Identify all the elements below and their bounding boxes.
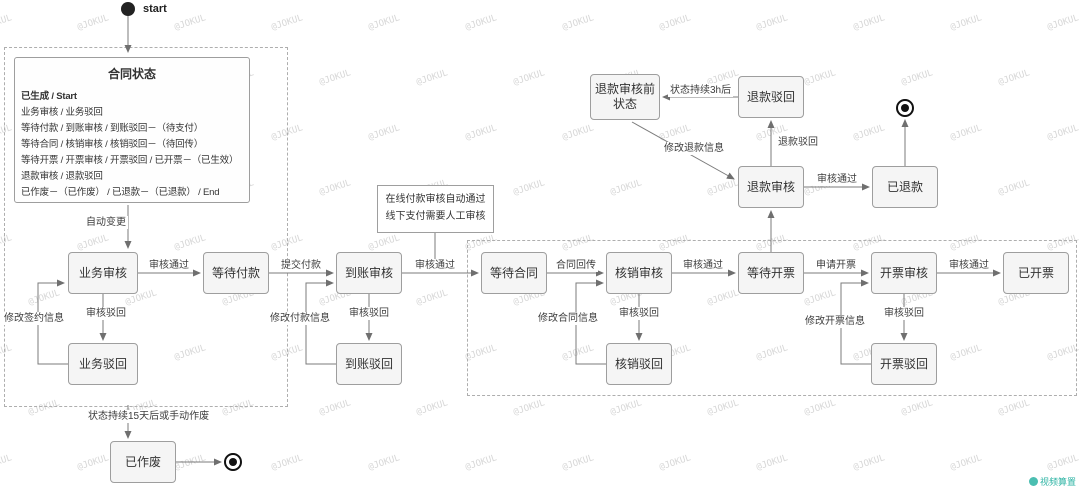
note-line-2: 线下支付需要人工审核 — [385, 211, 486, 222]
edge-label-review-reject-3: 审核驳回 — [617, 307, 661, 320]
edge-label-contract-return: 合同回传 — [554, 259, 598, 272]
edge-label-review-pass-2: 审核通过 — [413, 259, 457, 272]
node-wait-invoice: 等待开票 — [738, 252, 804, 294]
start-label: start — [143, 3, 167, 15]
legend-line: 退款审核 / 退款驳回 — [21, 171, 103, 182]
edge-label-refund-rejected: 退款驳回 — [776, 136, 820, 149]
node-business-reject: 业务驳回 — [68, 343, 138, 385]
edge-label-modify-refund-info: 修改退款信息 — [662, 142, 726, 155]
final-state-refund — [896, 99, 914, 117]
legend-line: 等待付款 / 到账审核 / 到账驳回－（待支付） — [21, 123, 204, 134]
logo-icon — [1028, 477, 1038, 486]
node-refund-reject: 退款驳回 — [738, 76, 804, 118]
edge-label-review-reject-1: 审核驳回 — [84, 307, 128, 320]
edge-label-modify-invoice-info: 修改开票信息 — [803, 315, 867, 328]
node-refund-pre-state: 退款审核前状态 — [590, 74, 660, 120]
edge-label-state-3h: 状态持续3h后 — [668, 84, 734, 97]
edge-label-review-pass-refund: 审核通过 — [815, 173, 859, 186]
edge-label-review-pass-4: 审核通过 — [947, 259, 991, 272]
node-refunded: 已退款 — [872, 166, 938, 208]
node-wait-contract: 等待合同 — [481, 252, 547, 294]
node-business-review: 业务审核 — [68, 252, 138, 294]
edge-label-apply-invoice: 申请开票 — [814, 259, 858, 272]
note-payment-review: 在线付款审核自动通过 线下支付需要人工审核 — [377, 185, 494, 233]
node-invoice-reject: 开票驳回 — [871, 343, 937, 385]
start-state-dot — [121, 2, 135, 16]
node-voided: 已作废 — [110, 441, 176, 483]
legend-line: 已生成 / Start — [21, 91, 77, 102]
node-arrival-reject: 到账驳回 — [336, 343, 402, 385]
logo-text: 视频算置 — [1039, 477, 1076, 487]
node-arrival-review: 到账审核 — [336, 252, 402, 294]
legend-line: 业务审核 / 业务驳回 — [21, 107, 103, 118]
edge-label-submit-payment: 提交付款 — [279, 259, 323, 272]
node-wait-payment: 等待付款 — [203, 252, 269, 294]
final-state-inner-dot — [901, 104, 909, 112]
legend-title: 合同状态 — [107, 67, 156, 81]
edge-label-auto-change: 自动变更 — [84, 216, 128, 229]
node-writeoff-review: 核销审核 — [606, 252, 672, 294]
edge-label-review-reject-2: 审核驳回 — [347, 307, 391, 320]
edge-label-modify-contract-info: 修改合同信息 — [536, 312, 600, 325]
edge-label-review-reject-4: 审核驳回 — [882, 307, 926, 320]
final-state-void — [224, 453, 242, 471]
legend-contract-states: 合同状态 已生成 / Start 业务审核 / 业务驳回 等待付款 / 到账审核… — [14, 57, 250, 203]
region-contract-group — [4, 47, 288, 407]
legend-line: 已作废－（已作废） / 已退款－（已退款） / End — [21, 187, 220, 198]
legend-line: 等待合同 / 核销审核 / 核销驳回－（待回传） — [21, 139, 204, 150]
legend-line: 等待开票 / 开票审核 / 开票驳回 / 已开票－（已生效） — [21, 155, 239, 166]
watermark-logo: 视频算置 — [1028, 475, 1076, 488]
edge-label-review-pass-3: 审核通过 — [681, 259, 725, 272]
final-state-inner-dot — [229, 458, 237, 466]
node-invoice-review: 开票审核 — [871, 252, 937, 294]
note-line-1: 在线付款审核自动通过 — [385, 194, 486, 205]
node-invoiced: 已开票 — [1003, 252, 1069, 294]
node-writeoff-reject: 核销驳回 — [606, 343, 672, 385]
edge-label-modify-sign-info: 修改签约信息 — [2, 312, 66, 325]
node-refund-review: 退款审核 — [738, 166, 804, 208]
region-fulfillment-group — [467, 240, 1077, 396]
edge-label-modify-payment-info: 修改付款信息 — [268, 312, 332, 325]
edge-label-review-pass-1: 审核通过 — [147, 259, 191, 272]
edge-label-state-15d: 状态持续15天后或手动作废 — [86, 410, 212, 423]
